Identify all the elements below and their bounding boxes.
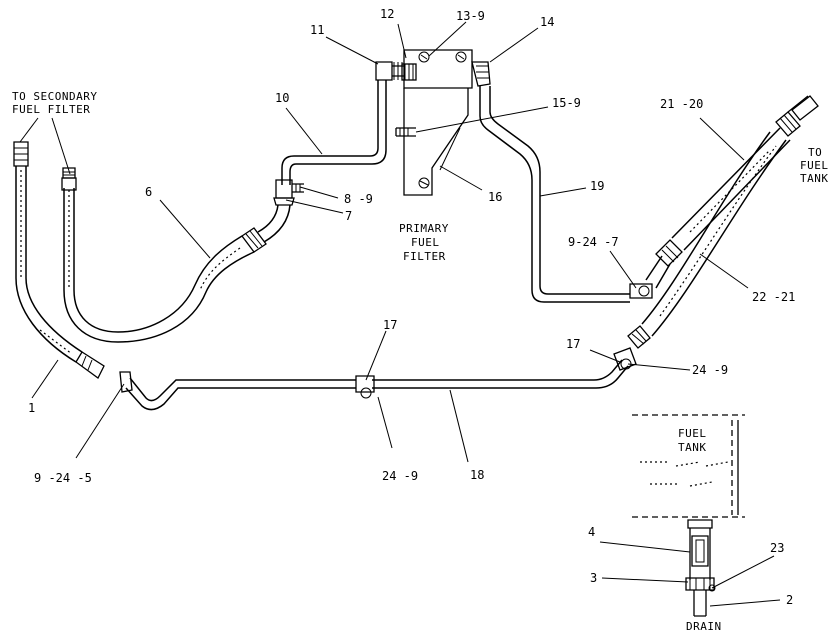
callout-17-right: 17 (566, 337, 580, 351)
note-to-tank-line1: TO (808, 146, 822, 159)
callout-2: 2 (786, 593, 793, 607)
callout-16: 16 (488, 190, 502, 204)
note-primary-line1: PRIMARY (399, 222, 449, 235)
callout-14: 14 (540, 15, 554, 29)
callout-9-24-7: 9-24 -7 (568, 235, 619, 249)
callout-24-9-middle: 24 -9 (382, 469, 418, 483)
callout-3: 3 (590, 571, 597, 585)
callout-9-24-5: 9 -24 -5 (34, 471, 92, 485)
callout-6: 6 (145, 185, 152, 199)
note-primary-line3: FILTER (403, 250, 446, 263)
callout-4: 4 (588, 525, 595, 539)
hose-6 (61, 167, 291, 343)
callouts: 1 2 3 4 6 7 8 -9 9 -24 -5 9-24 -7 10 11 … (28, 7, 795, 607)
note-to-tank-line2: FUEL (800, 159, 829, 172)
callout-23: 23 (770, 541, 784, 555)
note-fuel-tank-line2: TANK (678, 441, 707, 454)
note-fuel-tank-line1: FUEL (678, 427, 707, 440)
leader-lines (19, 21, 781, 607)
callout-15: 15-9 (552, 96, 581, 110)
primary-filter-bracket (395, 49, 473, 196)
outlet-fitting (471, 61, 491, 87)
note-to-secondary-line2: FUEL FILTER (12, 103, 90, 116)
note-to-tank-line3: TANK (800, 172, 829, 185)
inlet-fitting (375, 61, 417, 81)
callout-17-middle: 17 (383, 318, 397, 332)
callout-10: 10 (275, 91, 289, 105)
note-primary-line2: FUEL (411, 236, 440, 249)
notes: TO SECONDARY FUEL FILTER TO FUEL TANK PR… (12, 90, 829, 633)
callout-11: 11 (310, 23, 324, 37)
tee-fitting (273, 179, 304, 206)
note-drain: DRAIN (686, 620, 722, 633)
hose-1 (13, 141, 105, 379)
note-to-secondary-line1: TO SECONDARY (12, 90, 97, 103)
callout-7: 7 (345, 209, 352, 223)
tube-18 (119, 347, 637, 411)
callout-22-21: 22 -21 (752, 290, 795, 304)
callout-18: 18 (470, 468, 484, 482)
callout-24-9-right: 24 -9 (692, 363, 728, 377)
hose-22 (627, 95, 809, 349)
tube-19 (479, 86, 671, 303)
callout-1: 1 (28, 401, 35, 415)
callout-13: 13-9 (456, 9, 485, 23)
callout-8: 8 -9 (344, 192, 373, 206)
callout-19: 19 (590, 179, 604, 193)
callout-12: 12 (380, 7, 394, 21)
tube-10 (281, 80, 387, 185)
callout-21-20: 21 -20 (660, 97, 703, 111)
fuel-tank-inset (632, 414, 745, 617)
